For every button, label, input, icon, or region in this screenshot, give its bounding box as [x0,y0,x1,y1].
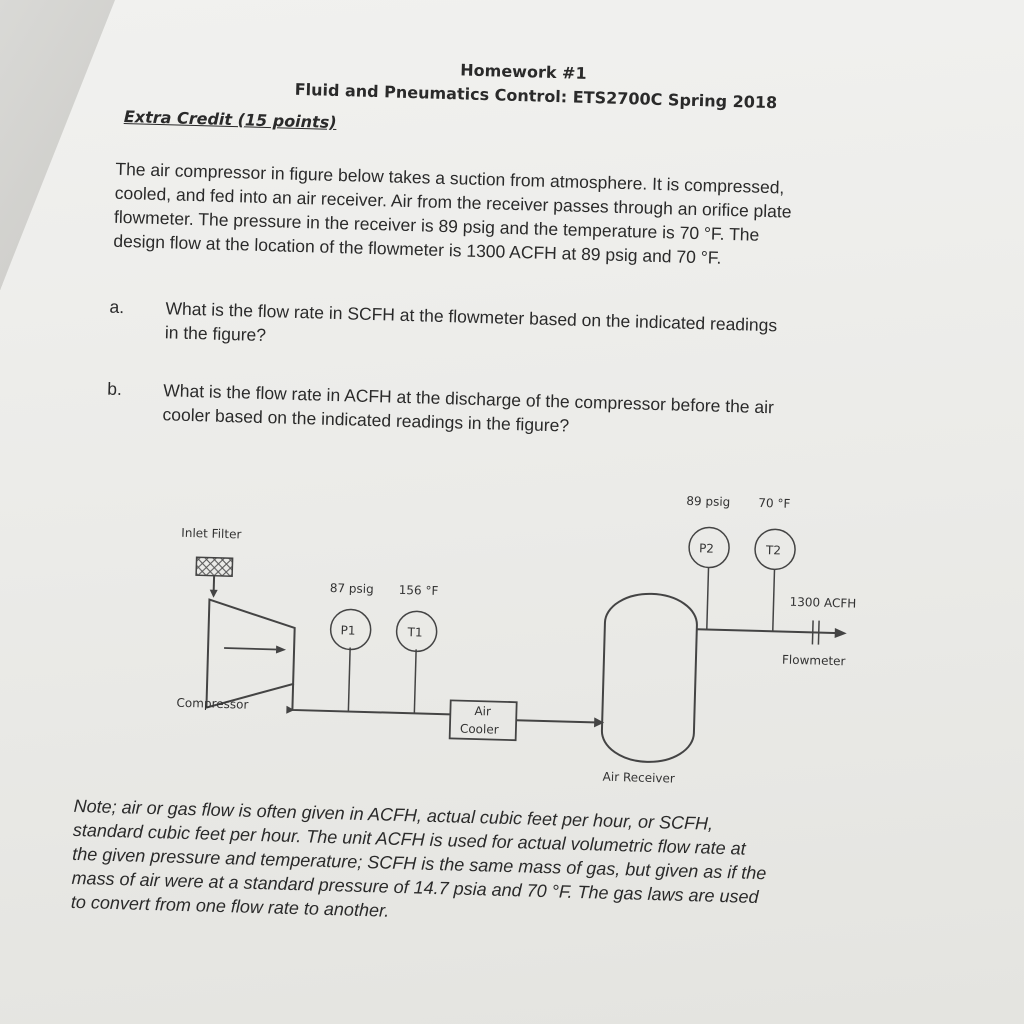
cooler-to-receiver-pipe [516,719,599,724]
receiver-outlet-pipe [696,628,839,635]
inlet-filter-symbol [195,556,234,577]
t2-reading: 70 °F [758,496,790,511]
note-paragraph: Note; air or gas flow is often given in … [71,794,768,933]
t1-reading: 156 °F [399,583,439,598]
compressor-flow-arrow [224,647,277,651]
air-receiver-tank [600,592,698,763]
discharge-pipe [291,683,451,716]
receiver-inlet-arrow [594,717,605,728]
t1-gauge [395,610,438,653]
orifice-plate-left [811,620,814,645]
p1-label: P1 [340,623,355,637]
compressor-arrowhead [275,645,287,654]
orifice-plate-right [817,620,820,645]
t2-gauge [754,528,796,571]
t1-label: T1 [406,625,422,639]
p2-reading: 89 psig [686,494,730,509]
p2-gauge [688,526,730,569]
t2-tap [772,569,776,632]
t1-tap [413,649,417,714]
p1-gauge [329,608,372,651]
compressor-label: Compressor [176,696,248,712]
flow-rate-label: 1300 ACFH [789,595,856,611]
p2-label: P2 [699,541,714,555]
compressor-symbol [205,598,296,709]
flowmeter-label: Flowmeter [782,653,846,669]
inlet-filter-label: Inlet Filter [181,526,242,542]
p2-tap [706,567,710,630]
p1-tap [347,647,351,712]
air-cooler-label-line1: Air [474,704,491,718]
air-receiver-label: Air Receiver [602,770,675,786]
discharge-arrow [286,705,295,714]
air-cooler-label-line2: Cooler [460,722,499,737]
outlet-arrow [834,628,847,639]
t2-label: T2 [765,543,781,557]
inlet-arrow [209,589,218,598]
p1-reading: 87 psig [330,581,374,596]
